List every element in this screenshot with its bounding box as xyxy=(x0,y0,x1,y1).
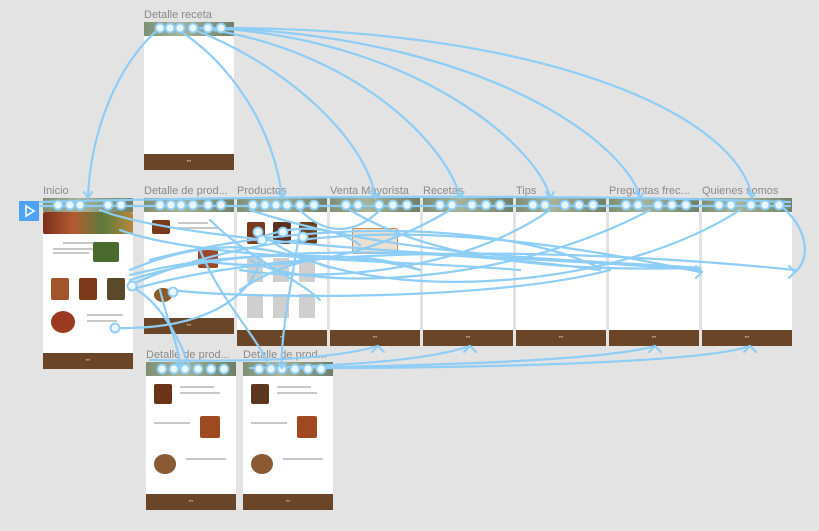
product-image xyxy=(79,278,97,300)
board-footer: ▪▪▪ xyxy=(146,494,236,510)
board-preguntas-frecuentes[interactable]: ▪▪▪ xyxy=(609,198,699,346)
product-image xyxy=(152,220,170,234)
board-footer: ▪▪▪ xyxy=(43,353,133,369)
product-image xyxy=(154,384,172,404)
product-placeholder xyxy=(273,294,289,318)
play-icon xyxy=(25,204,36,218)
recipe-image xyxy=(154,454,176,474)
product-image xyxy=(251,384,269,404)
product-placeholder xyxy=(299,294,315,318)
board-footer: ▪▪▪ xyxy=(516,330,606,346)
board-label-detalle-producto-1[interactable]: Detalle de prod... xyxy=(144,185,228,197)
board-recetas[interactable]: ▪▪▪ xyxy=(423,198,513,346)
start-flow-marker[interactable] xyxy=(19,201,39,221)
board-label-quienes-somos[interactable]: Quienes somos xyxy=(702,185,779,197)
recipe-image xyxy=(51,311,75,333)
hero-image xyxy=(43,212,133,234)
board-footer: ▪▪▪ xyxy=(702,330,792,346)
product-placeholder xyxy=(247,294,263,318)
board-label-venta-mayorista[interactable]: Venta Mayorista xyxy=(330,185,409,197)
board-label-inicio[interactable]: Inicio xyxy=(43,185,69,197)
board-label-productos[interactable]: Productos xyxy=(237,185,287,197)
board-footer: ▪▪▪ xyxy=(243,494,333,510)
recipe-image xyxy=(154,288,172,302)
board-label-preguntas-frecuentes[interactable]: Preguntas frec... xyxy=(609,185,690,197)
product-image xyxy=(107,278,125,300)
board-label-detalle-receta[interactable]: Detalle receta xyxy=(144,9,212,21)
board-label-detalle-producto-2[interactable]: Detalle de prod... xyxy=(146,349,230,361)
recipe-image xyxy=(251,454,273,474)
board-footer: ▪▪▪ xyxy=(609,330,699,346)
board-footer: ▪▪▪ xyxy=(330,330,420,346)
board-footer: ▪▪▪ xyxy=(423,330,513,346)
board-label-tips[interactable]: Tips xyxy=(516,185,537,197)
product-image xyxy=(51,278,69,300)
board-label-recetas[interactable]: Recetas xyxy=(423,185,464,197)
board-footer: ▪▪▪ xyxy=(144,154,234,170)
product-image xyxy=(297,416,317,438)
product-image xyxy=(200,416,220,438)
product-image xyxy=(93,242,119,262)
